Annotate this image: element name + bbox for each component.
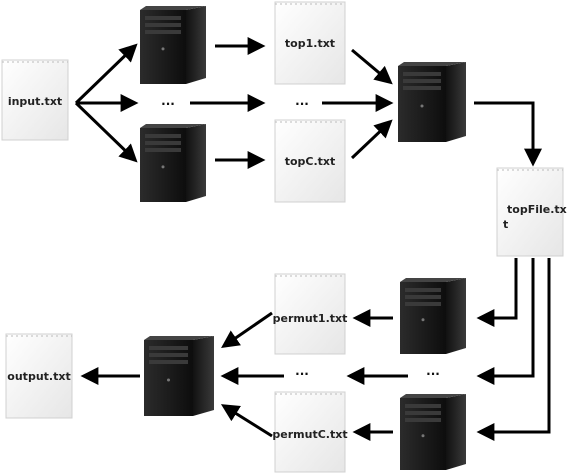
notepad-file-icon: [274, 1, 346, 85]
arrow-icon: [476, 258, 535, 385]
file-label-permut1: permut1.txt: [273, 312, 348, 325]
notepad-file-icon: [274, 273, 346, 355]
arrow-icon: [74, 101, 138, 163]
notepad-file-icon: [496, 167, 564, 257]
notepad-file-icon: [274, 119, 346, 203]
server-map-1: [140, 6, 206, 84]
arrow-icon: [351, 48, 393, 85]
arrow-icon: [474, 101, 542, 167]
file-label-input: input.txt: [8, 95, 62, 108]
file-label-permutC: permutC.txt: [272, 428, 347, 441]
notepad-file-icon: [1, 59, 69, 141]
server-merge: [398, 62, 466, 142]
arrow-icon: [476, 258, 518, 327]
server-reduce-1: [400, 278, 466, 354]
notepad-file-icon: [5, 333, 73, 419]
tower-server-icon: [400, 278, 466, 354]
file-input: input.txt: [1, 59, 69, 141]
tower-server-icon: [144, 336, 214, 416]
notepad-file-icon: [274, 391, 346, 473]
dots-reduce-servers: ...: [426, 364, 440, 378]
dots-top-files: ...: [295, 94, 309, 108]
dots-permut-files: ...: [295, 364, 309, 378]
dots-map-servers: ...: [161, 94, 175, 108]
file-label-topC: topC.txt: [285, 155, 336, 168]
file-permut1: permut1.txt: [273, 273, 348, 355]
arrow-icon: [74, 43, 138, 105]
file-topC: topC.txt: [274, 119, 346, 203]
file-permutC: permutC.txt: [272, 391, 348, 473]
arrow-icon: [476, 258, 551, 441]
arrow-icon: [350, 119, 393, 160]
tower-server-icon: [140, 6, 206, 84]
file-label-output: output.txt: [7, 370, 70, 383]
file-top1: top1.txt: [274, 1, 346, 85]
file-label-topfile-line2: t: [503, 218, 508, 231]
server-map-c: [140, 124, 206, 202]
arrow-icon: [220, 404, 273, 438]
file-output: output.txt: [5, 333, 73, 419]
file-label-topfile-line1: topFile.tx: [507, 203, 567, 216]
file-label-top1: top1.txt: [285, 37, 335, 50]
arrow-icon: [221, 311, 273, 349]
tower-server-icon: [400, 394, 466, 470]
tower-server-icon: [140, 124, 206, 202]
server-reduce-c: [400, 394, 466, 470]
tower-server-icon: [398, 62, 466, 142]
server-final: [144, 336, 214, 416]
file-topfile: topFile.tx t: [496, 167, 567, 257]
